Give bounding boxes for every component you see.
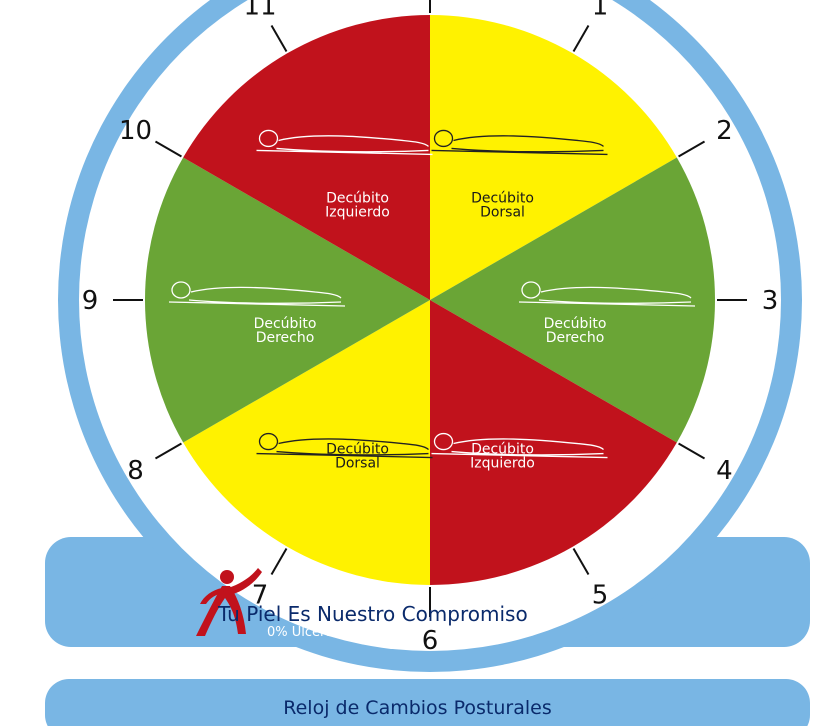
segment-label-position: Izquierdo (470, 456, 535, 472)
hour-label: 5 (592, 580, 609, 610)
hour-label: 11 (243, 0, 276, 22)
segment-label-position: Derecho (256, 330, 315, 346)
running-figure-icon (196, 568, 262, 636)
hour-label: 2 (716, 116, 733, 146)
segment-label-title: Decúbito (471, 190, 534, 206)
hour-tick (154, 140, 182, 158)
segment-yellow-3 (183, 300, 430, 585)
hour-label: 3 (762, 286, 779, 316)
segment-label-position: Derecho (546, 330, 605, 346)
hour-label: 4 (716, 456, 733, 486)
segment-green-4 (145, 157, 430, 443)
hour-label: 1 (592, 0, 609, 22)
supine-body-icon (431, 129, 608, 156)
segment-label-title: Decúbito (544, 316, 607, 332)
tagline: 0% Ulceras por presión (267, 625, 418, 640)
side-body-icon (431, 432, 608, 459)
brand-slogan: Tu Piel Es Nuestro Compromiso (218, 602, 528, 626)
supine-body-icon (256, 432, 433, 459)
segment-label-title: Decúbito (326, 442, 389, 458)
side-body-icon (518, 281, 696, 307)
segment-red-2 (430, 300, 677, 585)
segment-red-5 (183, 15, 430, 300)
hour-label: 6 (422, 626, 439, 656)
hour-tick (572, 24, 590, 52)
hour-label: 8 (127, 456, 144, 486)
segment-label-title: Decúbito (254, 316, 317, 332)
hour-tick (154, 442, 182, 460)
hour-tick (678, 442, 706, 460)
footer-banner (45, 679, 810, 726)
segment-yellow-0 (430, 15, 677, 300)
side-body-icon (256, 129, 433, 156)
hour-label: 7 (252, 580, 269, 610)
segment-green-1 (430, 157, 715, 443)
hour-tick (270, 548, 288, 576)
segment-label-position: Dorsal (480, 204, 525, 220)
hour-label: 9 (82, 286, 99, 316)
hour-label: 10 (119, 116, 152, 146)
footer-title: Reloj de Cambios Posturales (283, 697, 552, 719)
segment-label-title: Decúbito (471, 442, 534, 458)
segment-label-position: Dorsal (335, 456, 380, 472)
hour-tick (270, 24, 288, 52)
hour-tick (678, 140, 706, 158)
segment-label-position: Izquierdo (325, 204, 390, 220)
segment-label-title: Decúbito (326, 190, 389, 206)
side-body-icon (168, 281, 346, 307)
hour-tick (572, 548, 590, 576)
